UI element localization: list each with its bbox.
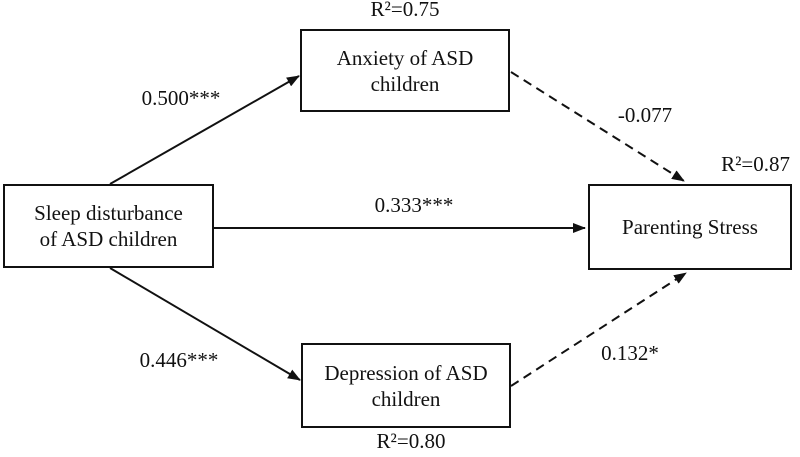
coefficient-anxiety-parenting: -0.077 [617,103,673,127]
coefficient-sleep-anxiety: 0.500*** [141,86,221,110]
arrow-sleep-to-anxiety [109,75,300,185]
r-squared-parenting: R²=0.87 [721,152,790,176]
box-anxiety: Anxiety of ASD children [300,29,510,112]
box-sleep-disturbance: Sleep disturbance of ASD children [3,184,214,268]
coefficient-sleep-parenting: 0.333*** [374,193,454,217]
box-label-line: Sleep disturbance [34,201,183,225]
coefficient-depression-parenting: 0.132* [601,341,659,365]
box-parenting-stress: Parenting Stress [588,184,792,270]
box-label-line: of ASD children [39,227,178,251]
arrow-anxiety-to-parenting [510,71,685,182]
box-label-line: Parenting Stress [622,215,758,239]
arrow-depression-to-parenting [510,272,687,387]
box-label-line: Depression of ASD [324,360,488,385]
box-depression: Depression of ASD children [301,343,511,428]
r-squared-depression: R²=0.80 [376,429,446,453]
r-squared-anxiety: R²=0.75 [370,0,440,21]
box-label-line: children [371,386,441,411]
box-label-line: Anxiety of ASD [336,45,474,70]
coefficient-sleep-depression: 0.446*** [139,348,219,372]
arrow-sleep-to-depression [109,267,301,381]
box-label-line: children [370,71,440,96]
